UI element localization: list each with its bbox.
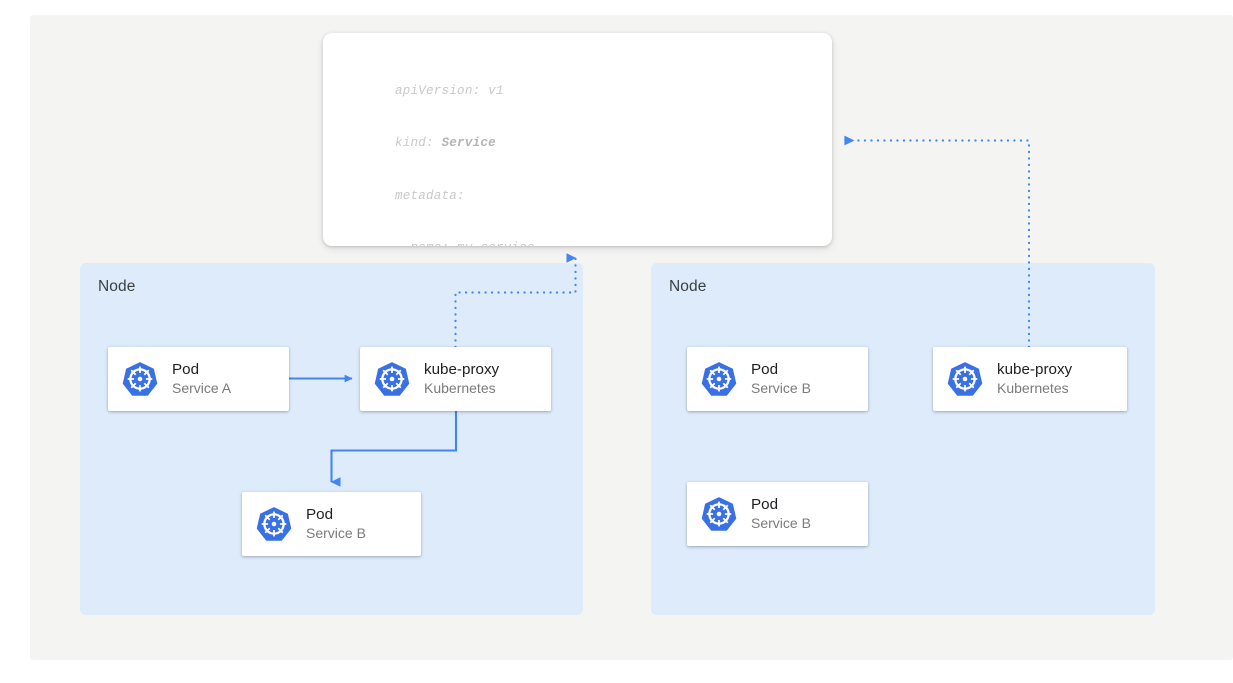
card-subtitle: Service B: [751, 515, 811, 531]
card-pod-service-b-right-bottom[interactable]: Pod Service B: [687, 482, 868, 546]
node-container-left: Node: [80, 263, 583, 615]
card-subtitle: Service B: [751, 380, 811, 396]
code-kind-value: Service: [441, 136, 496, 151]
card-title: Pod: [751, 496, 779, 513]
service-manifest-code: apiVersion: v1 kind: Service metadata: n…: [395, 48, 713, 246]
card-text: Pod Service A: [172, 360, 231, 398]
card-text: Pod Service B: [306, 505, 366, 543]
card-subtitle: Service A: [172, 380, 232, 396]
card-text: Pod Service B: [751, 360, 811, 398]
card-title: Pod: [172, 361, 200, 378]
card-text: kube-proxy Kubernetes: [997, 360, 1072, 398]
code-line-name: name: my-service: [395, 240, 713, 246]
code-line-metadata: metadata:: [395, 188, 465, 203]
card-pod-service-a[interactable]: Pod Service A: [108, 347, 289, 411]
kubernetes-icon: [947, 362, 983, 396]
card-pod-service-b-left[interactable]: Pod Service B: [242, 492, 421, 556]
card-pod-service-b-right-top[interactable]: Pod Service B: [687, 347, 868, 411]
card-subtitle: Kubernetes: [997, 380, 1069, 396]
kubernetes-icon: [374, 362, 410, 396]
card-subtitle: Kubernetes: [424, 380, 496, 396]
card-kube-proxy-left[interactable]: kube-proxy Kubernetes: [360, 347, 551, 411]
code-line-apiversion: apiVersion: v1: [395, 83, 504, 98]
card-text: Pod Service B: [751, 495, 811, 533]
card-kube-proxy-right[interactable]: kube-proxy Kubernetes: [933, 347, 1127, 411]
card-title: kube-proxy: [997, 361, 1073, 378]
node-label-left: Node: [98, 278, 136, 295]
code-kind-key: kind:: [395, 136, 442, 151]
node-container-right: Node: [651, 263, 1155, 615]
card-title: kube-proxy: [424, 361, 500, 378]
kubernetes-icon: [122, 362, 158, 396]
card-text: kube-proxy Kubernetes: [424, 360, 499, 398]
node-label-right: Node: [669, 278, 707, 295]
code-line-kind: kind: Service: [395, 135, 713, 152]
card-title: Pod: [751, 361, 779, 378]
kubernetes-icon: [701, 362, 737, 396]
kubernetes-icon: [701, 497, 737, 531]
service-manifest-card: apiVersion: v1 kind: Service metadata: n…: [323, 33, 832, 246]
kubernetes-icon: [256, 507, 292, 541]
card-title: Pod: [306, 506, 334, 523]
card-subtitle: Service B: [306, 525, 366, 541]
